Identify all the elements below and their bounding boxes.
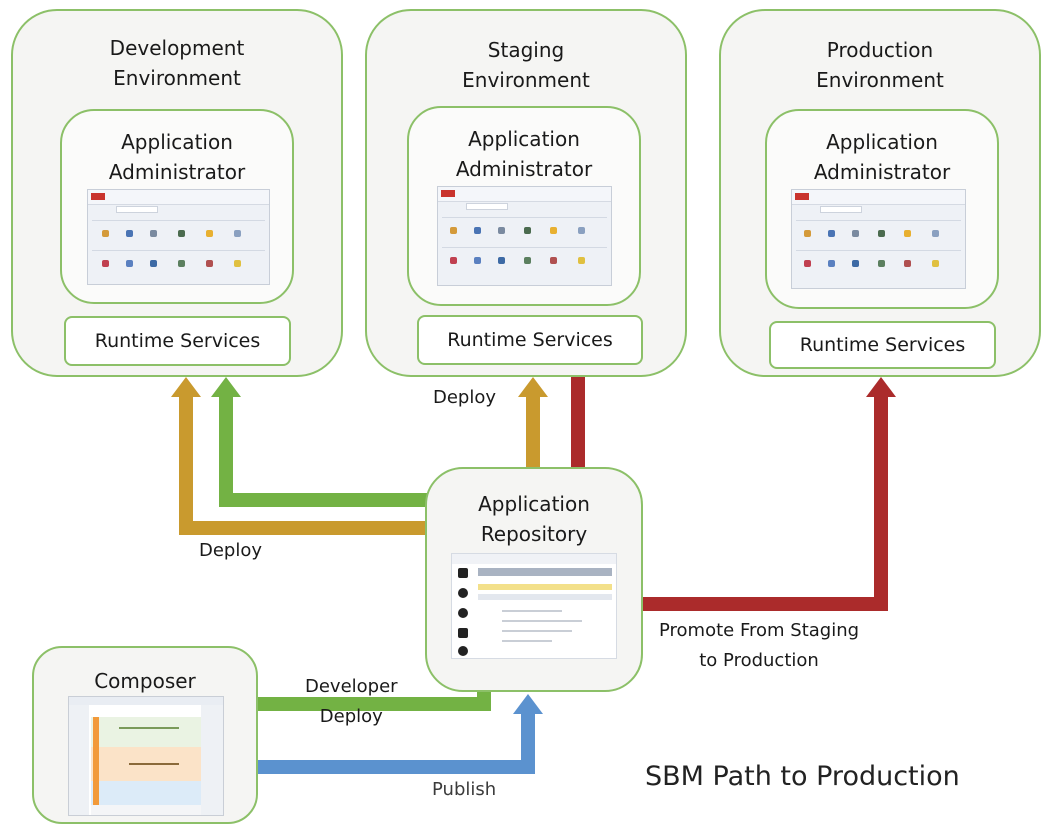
staging-environment-title: Staging Environment <box>462 38 590 92</box>
deploy-development-label: Deploy <box>199 540 263 561</box>
application-repository-title: Application Repository <box>478 492 590 546</box>
staging-environment: Staging Environment Application Administ… <box>365 9 687 377</box>
production-environment: Production Environment Application Admin… <box>719 9 1041 377</box>
publish-arrow <box>255 712 535 774</box>
promote-to-production-arrowhead <box>866 377 896 397</box>
development-environment-title: Development Environment <box>109 36 245 90</box>
production-environment-title: Production Environment <box>816 38 944 92</box>
development-admin-title: Application Administrator <box>108 130 246 184</box>
developer-deploy-label: Developer Deploy <box>305 676 398 727</box>
composer: Composer <box>32 646 258 824</box>
green-deploy-to-development-arrow <box>219 395 430 507</box>
staging-runtime-services: Runtime Services <box>417 315 643 365</box>
repository-screenshot <box>451 553 617 659</box>
production-admin-panel: Application Administrator <box>765 109 999 309</box>
staging-admin-title: Application Administrator <box>455 127 593 181</box>
deploy-to-development-arrow <box>179 395 430 535</box>
publish-label: Publish <box>432 779 497 800</box>
development-environment: Development Environment Application Admi… <box>11 9 343 377</box>
publish-arrowhead <box>513 694 543 714</box>
green-deploy-to-development-arrowhead <box>211 377 241 397</box>
deploy-to-staging-arrowhead <box>518 377 548 397</box>
composer-title: Composer <box>94 669 196 693</box>
composer-screenshot <box>68 696 224 816</box>
administrator-screenshot <box>791 189 966 289</box>
application-repository: Application Repository <box>425 467 643 692</box>
development-admin-panel: Application Administrator <box>60 109 294 304</box>
development-runtime-services: Runtime Services <box>64 316 291 366</box>
staging-admin-panel: Application Administrator <box>407 106 641 306</box>
deploy-to-development-arrowhead <box>171 377 201 397</box>
production-runtime-services: Runtime Services <box>769 321 996 369</box>
production-admin-title: Application Administrator <box>813 130 951 184</box>
promote-to-production-arrow <box>640 395 888 611</box>
administrator-screenshot <box>87 189 270 285</box>
promote-label: Promote From Staging to Production <box>659 620 860 671</box>
administrator-screenshot <box>437 186 612 286</box>
deploy-staging-label: Deploy <box>433 387 497 408</box>
diagram-title: SBM Path to Production <box>645 761 960 792</box>
